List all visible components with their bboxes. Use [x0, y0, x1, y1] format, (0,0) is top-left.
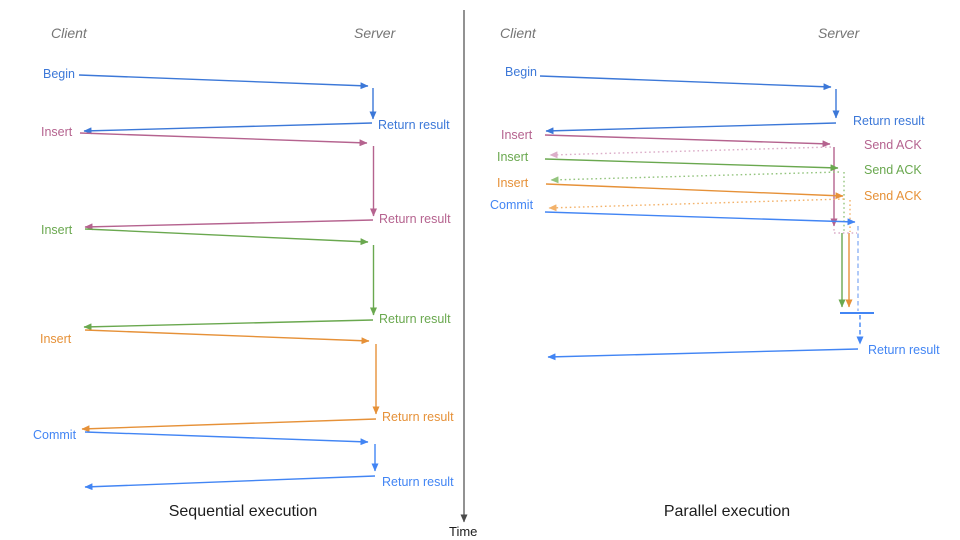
seq-insert1-return-label: Return result: [379, 212, 451, 226]
seq-insert1-return-arrow: [84, 219, 374, 231]
seq-insert3-return-label: Return result: [382, 410, 454, 424]
par-insert3-request-arrow: [545, 183, 844, 200]
par-insert2-ack-arrow: [550, 171, 840, 184]
seq-insert2-return-label: Return result: [379, 312, 451, 326]
par-commit-label: Commit: [490, 198, 534, 212]
seq-commit-label: Commit: [33, 428, 77, 442]
time-axis-label: Time: [449, 524, 478, 539]
seq-begin-label: Begin: [43, 67, 75, 81]
seq-insert2-label: Insert: [41, 223, 73, 237]
seq-commit-request-arrow: [84, 431, 369, 446]
par-insert3-label: Insert: [497, 176, 529, 190]
par-begin-return-label: Return result: [853, 114, 925, 128]
par-insert1-ack-label: Send ACK: [864, 138, 922, 152]
par-insert2-label: Insert: [497, 150, 529, 164]
par-insert1-request-arrow: [544, 134, 831, 148]
par-panel-title: Parallel execution: [663, 503, 791, 520]
par-begin-label: Begin: [505, 65, 537, 79]
seq-panel-title: Sequential execution: [168, 503, 318, 520]
par-insert2-request-arrow: [544, 158, 839, 172]
seq-insert3-label: Insert: [40, 332, 72, 346]
seq-insert2-request-arrow: [84, 228, 369, 246]
seq-commit-return-label: Return result: [382, 475, 454, 489]
par-insert1-ack-arrow: [549, 146, 832, 159]
seq-begin-return-arrow: [83, 122, 373, 135]
seq-begin-request-arrow: [78, 74, 369, 90]
seq-begin-return-label: Return result: [378, 118, 450, 132]
par-begin-return-arrow: [545, 122, 837, 135]
seq-insert2-return-arrow: [83, 319, 374, 331]
par-insert1-label: Insert: [501, 128, 533, 142]
par-insert3-ack-arrow: [548, 198, 845, 212]
seq-insert1-request-arrow: [79, 132, 368, 147]
par-begin-request-arrow: [539, 75, 832, 91]
seq-insert3-return-arrow: [81, 418, 377, 433]
par-client-header: Client: [500, 25, 536, 41]
seq-insert1-label: Insert: [41, 125, 73, 139]
par-server-header: Server: [818, 25, 860, 41]
par-final-return-arrow: [547, 348, 859, 361]
seq-commit-return-arrow: [84, 475, 376, 491]
par-commit-request-arrow: [544, 211, 856, 226]
par-final-return-label: Return result: [868, 343, 940, 357]
seq-insert3-request-arrow: [84, 329, 370, 345]
seq-client-header: Client: [51, 25, 87, 41]
seq-server-header: Server: [354, 25, 396, 41]
par-insert3-ack-label: Send ACK: [864, 189, 922, 203]
par-insert2-ack-label: Send ACK: [864, 163, 922, 177]
